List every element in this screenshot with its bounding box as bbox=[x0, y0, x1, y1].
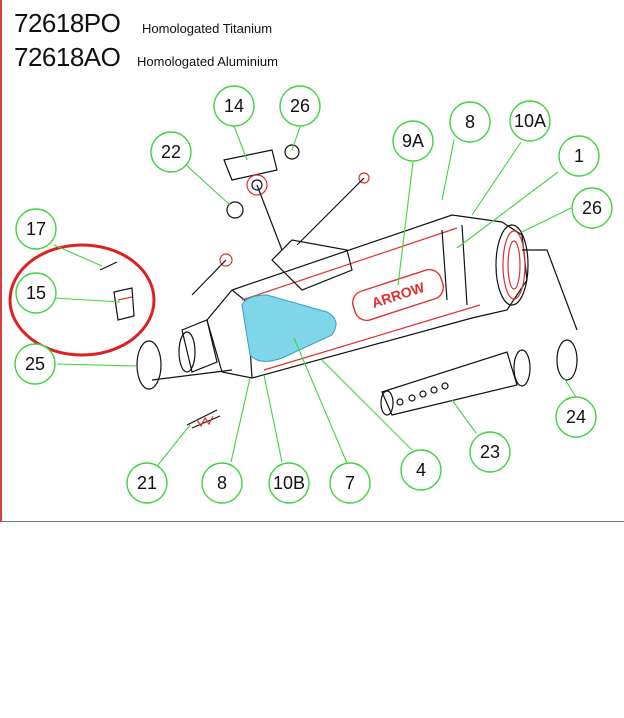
callout-24: 24 bbox=[555, 396, 597, 438]
callout-label: 24 bbox=[566, 407, 586, 427]
spring bbox=[186, 409, 221, 429]
callout-8: 8 bbox=[201, 462, 243, 504]
callout-22: 22 bbox=[150, 131, 192, 173]
parts-diagram-sheet: 72618PO Homologated Titanium 72618AO Hom… bbox=[0, 0, 624, 522]
callout-1: 1 bbox=[558, 135, 600, 177]
callout-label: 10A bbox=[514, 111, 546, 131]
callout-10a: 10A bbox=[509, 100, 551, 142]
callout-circle bbox=[400, 449, 442, 491]
callout-circle bbox=[150, 131, 192, 173]
callout-17: 17 bbox=[15, 208, 57, 250]
callout-label: 26 bbox=[290, 96, 310, 116]
callout-circle bbox=[213, 85, 255, 127]
callout-circle bbox=[555, 396, 597, 438]
callout-25: 25 bbox=[14, 343, 56, 385]
callout-4: 4 bbox=[400, 449, 442, 491]
product-code-aluminium: 72618AO bbox=[14, 42, 121, 72]
callout-circle bbox=[15, 272, 57, 314]
callout-15: 15 bbox=[15, 272, 57, 314]
callout-26: 26 bbox=[571, 187, 613, 229]
callout-label: 14 bbox=[224, 96, 244, 116]
leader-lines bbox=[53, 125, 577, 466]
callout-23: 23 bbox=[469, 431, 511, 473]
link-pipe bbox=[380, 349, 531, 416]
callout-8: 8 bbox=[449, 101, 491, 143]
seal-ring bbox=[136, 340, 162, 390]
callout-10b: 10B bbox=[268, 462, 310, 504]
callout-circle bbox=[571, 187, 613, 229]
callout-label: 23 bbox=[480, 442, 500, 462]
callout-circle bbox=[449, 101, 491, 143]
callout-circle bbox=[201, 462, 243, 504]
mounting-bracket bbox=[191, 144, 370, 296]
callout-layer: 14 26 22 9A 8 10A 1 26 17 15 25 24 23 21 8 10B 7 4 bbox=[14, 85, 613, 504]
callout-circle bbox=[469, 431, 511, 473]
label-area-panel bbox=[241, 294, 337, 362]
product-description-titanium: Homologated Titanium bbox=[142, 21, 273, 36]
callout-label: 22 bbox=[161, 142, 181, 162]
callout-7: 7 bbox=[329, 462, 371, 504]
callout-21: 21 bbox=[126, 462, 168, 504]
callout-label: 10B bbox=[273, 473, 305, 493]
hanger-parts bbox=[99, 261, 135, 321]
callout-9a: 9A bbox=[392, 120, 434, 162]
callout-label: 21 bbox=[137, 473, 157, 493]
callout-circle bbox=[14, 343, 56, 385]
callout-label: 8 bbox=[465, 112, 475, 132]
callout-label: 26 bbox=[582, 198, 602, 218]
callout-label: 8 bbox=[217, 473, 227, 493]
callout-circle bbox=[126, 462, 168, 504]
callout-label: 7 bbox=[345, 473, 355, 493]
callout-label: 17 bbox=[26, 219, 46, 239]
callout-circle bbox=[268, 462, 310, 504]
clamp-ring bbox=[556, 339, 578, 381]
product-code-titanium: 72618PO bbox=[14, 8, 121, 38]
attention-highlight-circle bbox=[8, 243, 156, 357]
callout-circle bbox=[509, 100, 551, 142]
callout-label: 15 bbox=[26, 283, 46, 303]
callout-14: 14 bbox=[213, 85, 255, 127]
callout-label: 1 bbox=[574, 146, 584, 166]
callout-circle bbox=[15, 208, 57, 250]
exploded-view-drawing: ARROW bbox=[8, 125, 578, 466]
callout-label: 9A bbox=[402, 131, 424, 151]
callout-circle bbox=[279, 85, 321, 127]
callout-circle bbox=[392, 120, 434, 162]
callout-circle bbox=[558, 135, 600, 177]
product-description-aluminium: Homologated Aluminium bbox=[137, 54, 278, 69]
callout-label: 25 bbox=[25, 354, 45, 374]
callout-label: 4 bbox=[416, 460, 426, 480]
callout-circle bbox=[329, 462, 371, 504]
callout-26: 26 bbox=[279, 85, 321, 127]
